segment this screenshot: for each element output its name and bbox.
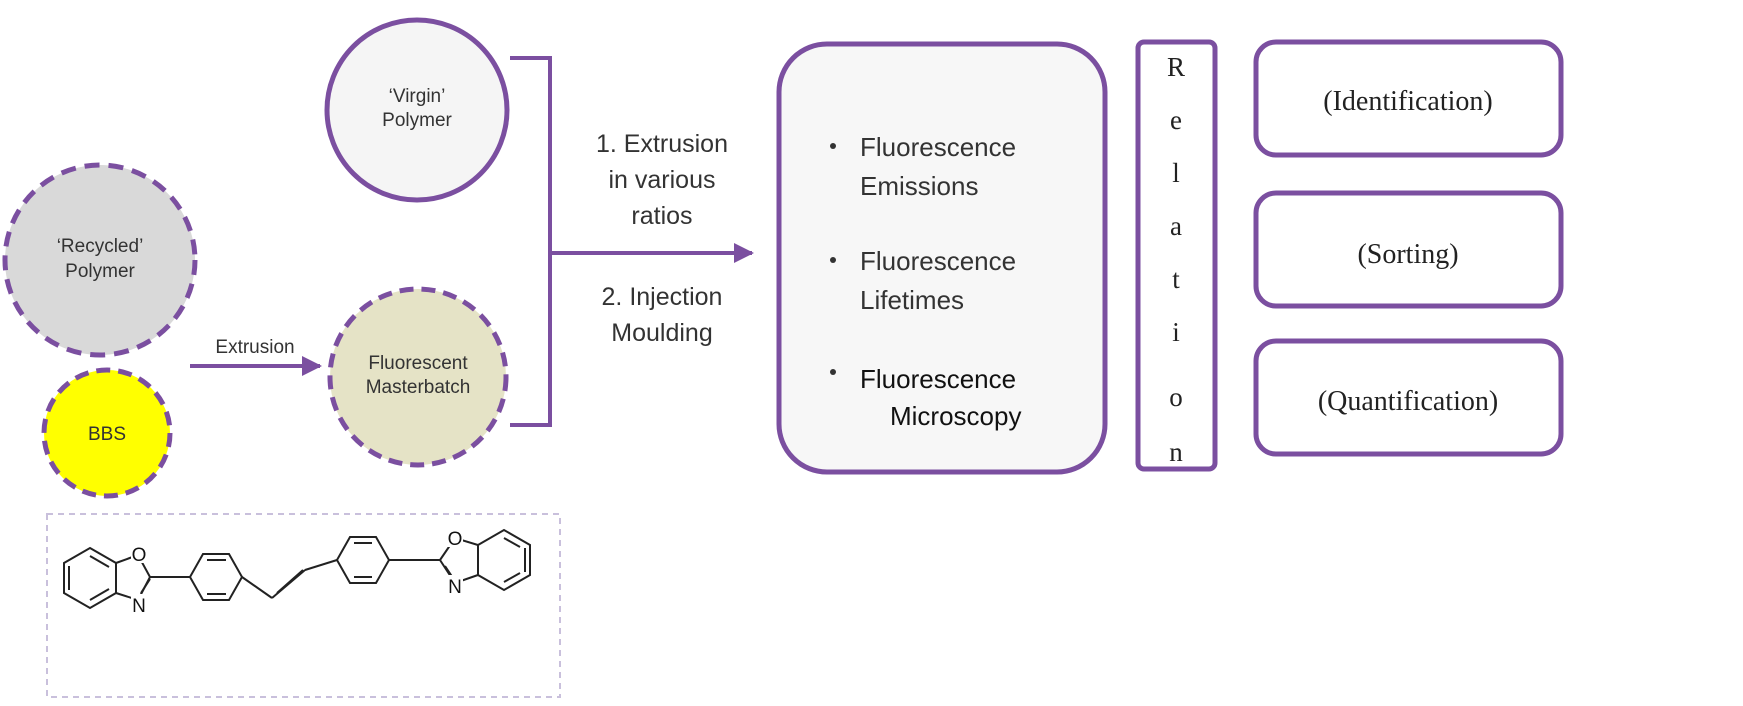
- bbs-chemical-structure: O N O N: [46, 513, 561, 698]
- masterbatch-label-2: Masterbatch: [366, 377, 471, 398]
- step2-line-1: 2. Injection: [602, 283, 723, 311]
- process-steps: 1. Extrusion in various ratios 2. Inject…: [596, 130, 728, 347]
- step1-line-1: 1. Extrusion: [596, 130, 728, 158]
- virgin-polymer-node: ‘Virgin’ Polymer: [324, 17, 510, 203]
- step1-line-3: ratios: [631, 202, 692, 230]
- relation-letter-5: t: [1172, 264, 1180, 294]
- outcome-sorting: (Sorting): [1253, 190, 1564, 309]
- merge-bracket: [510, 56, 754, 427]
- relation-letter-7: o: [1169, 382, 1183, 412]
- technique-1-line-1: Fluorescence: [860, 132, 1016, 162]
- bullet-3: [830, 369, 836, 375]
- step2-line-2: Moulding: [611, 319, 712, 347]
- relation-letter-1: R: [1167, 52, 1185, 82]
- atom-n-left: N: [132, 596, 146, 617]
- extrusion-arrow: Extrusion: [190, 337, 322, 376]
- technique-3-line-1: Fluorescence: [860, 364, 1016, 394]
- masterbatch-label-1: Fluorescent: [368, 353, 468, 374]
- outcome-identification-label: (Identification): [1323, 86, 1492, 117]
- technique-1-line-2: Emissions: [860, 171, 978, 201]
- relation-box: R e l a t i o n: [1135, 39, 1218, 472]
- relation-letter-6: i: [1172, 317, 1180, 347]
- bbs-node: BBS: [41, 367, 173, 499]
- techniques-panel: Fluorescence Emissions Fluorescence Life…: [776, 41, 1108, 475]
- atom-n-right: N: [448, 577, 462, 598]
- relation-letter-3: l: [1172, 158, 1180, 188]
- recycled-polymer-label-1: ‘Recycled’: [57, 236, 144, 257]
- outcome-identification: (Identification): [1253, 39, 1564, 158]
- virgin-polymer-label-2: Polymer: [382, 110, 452, 131]
- technique-2-line-2: Lifetimes: [860, 285, 964, 315]
- extrusion-label: Extrusion: [215, 337, 294, 358]
- outcome-quantification: (Quantification): [1253, 338, 1564, 457]
- recycled-polymer-label-2: Polymer: [65, 261, 135, 282]
- outcome-sorting-label: (Sorting): [1357, 239, 1458, 270]
- relation-letter-8: n: [1169, 437, 1183, 467]
- recycled-polymer-node: ‘Recycled’ Polymer: [2, 162, 198, 358]
- relation-letter-2: e: [1170, 105, 1182, 135]
- virgin-polymer-label-1: ‘Virgin’: [389, 86, 446, 107]
- relation-letter-4: a: [1170, 211, 1182, 241]
- bbs-label: BBS: [88, 424, 126, 445]
- bullet-2: [830, 257, 836, 263]
- step1-line-2: in various: [609, 166, 716, 194]
- technique-3-line-2: Microscopy: [890, 401, 1021, 431]
- fluorescent-masterbatch-node: Fluorescent Masterbatch: [327, 286, 509, 468]
- atom-o-right: O: [448, 529, 463, 550]
- atom-o-left: O: [132, 545, 147, 566]
- outcome-quantification-label: (Quantification): [1318, 386, 1498, 417]
- technique-2-line-1: Fluorescence: [860, 246, 1016, 276]
- bullet-1: [830, 143, 836, 149]
